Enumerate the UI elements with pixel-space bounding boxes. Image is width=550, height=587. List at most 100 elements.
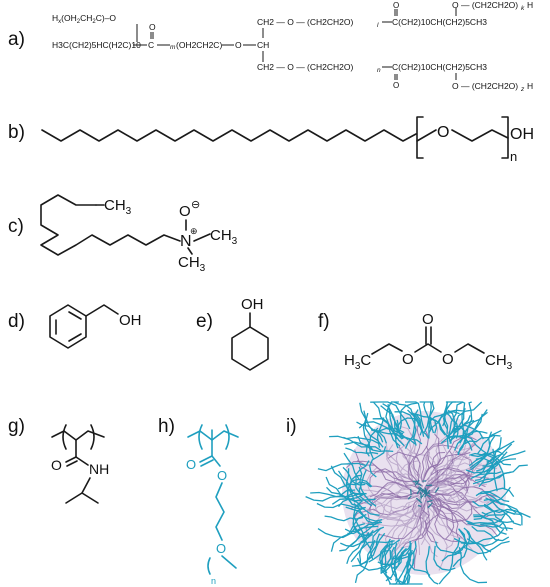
- micelle-corona-chain: [473, 508, 516, 520]
- panel-i-label: i): [286, 416, 297, 437]
- micelle-corona-chain: [380, 545, 389, 574]
- f-h3c: H3C: [344, 352, 371, 372]
- h-carbonyl-2: [200, 459, 214, 467]
- micelle-corona-chain: [345, 447, 379, 455]
- a-ethoxy-m: (OH2CH2C): [176, 40, 222, 50]
- b-bond-to-o: [416, 129, 437, 142]
- micelle-corona-chain: [343, 452, 373, 488]
- micelle-core-chain: [431, 505, 473, 524]
- h-peg-bracket: [207, 557, 211, 575]
- micelle-core-chain: [436, 443, 461, 489]
- micelle-core-chain: [437, 450, 474, 485]
- panel-b: b) O OH n: [8, 116, 534, 164]
- micelle-corona-chain: [316, 502, 366, 510]
- micelle-core-chain: [400, 501, 431, 551]
- micelle-corona-chain: [419, 401, 435, 434]
- micelle-corona-chain: [317, 462, 367, 472]
- a-top-chain: CH2 — O — (CH2CH2O): [257, 17, 354, 27]
- a-m-index: m: [170, 44, 176, 51]
- micelle-corona-chain: [393, 401, 420, 427]
- b-ethylene: [451, 129, 509, 142]
- micelle-corona-chain: [385, 547, 407, 582]
- panel-c-label: c): [8, 216, 24, 237]
- a-ch-center: CH: [257, 40, 269, 50]
- h-peg-chain: [215, 482, 225, 541]
- panel-f-label: f): [318, 311, 330, 332]
- micelle-corona-chain: [365, 427, 379, 457]
- micelle-corona-chain: [458, 547, 488, 584]
- micelle-corona-chain: [475, 443, 513, 478]
- micelle-corona-chain: [473, 514, 507, 535]
- micelle-core-chain: [425, 492, 466, 507]
- micelle-corona-chain: [486, 437, 502, 463]
- d-ch2-bond: [85, 304, 119, 317]
- micelle-core-chain: [435, 469, 470, 496]
- micelle-corona-chain: [445, 411, 459, 439]
- micelle-corona-chain: [452, 528, 468, 568]
- h-backbone: [187, 430, 239, 441]
- a-left-row1: Hx(OH2CH2C)–O: [52, 13, 116, 25]
- micelle-corona-chain: [343, 436, 382, 451]
- micelle-corona-chain: [423, 401, 434, 433]
- micelle-core-chain: [361, 486, 412, 526]
- micelle-corona-chain: [481, 464, 528, 485]
- micelle-corona-chain: [475, 487, 515, 497]
- a-carbonyl-o: O: [149, 22, 156, 32]
- micelle-corona-chain: [438, 537, 461, 585]
- g-c-o-bond-1: [65, 456, 77, 463]
- micelle-core-chain: [437, 497, 499, 537]
- micelle-core-chain: [425, 493, 460, 543]
- micelle-corona-chain: [480, 523, 513, 530]
- micelle-core-accent: [421, 493, 425, 498]
- micelle-corona-chain: [370, 427, 398, 440]
- micelle-corona-chain: [459, 430, 488, 444]
- micelle-corona-chain: [453, 537, 500, 547]
- micelle-corona-chain: [428, 412, 447, 439]
- e-cyclohexane-ring: [231, 326, 269, 371]
- f-o-right: O: [442, 351, 454, 368]
- micelle-corona-chain: [433, 545, 456, 571]
- h-o-ether: O: [216, 541, 226, 556]
- panel-b-label: b): [8, 122, 25, 143]
- micelle-core-chain: [408, 428, 430, 490]
- micelle-corona-chain: [389, 549, 413, 585]
- g-isopropyl: [65, 492, 99, 504]
- micelle-core-chain: [369, 481, 424, 498]
- a-bot-right-h: H: [527, 81, 533, 91]
- a-top-carbonyl-o: O: [393, 1, 399, 10]
- micelle-corona-chain: [380, 405, 409, 441]
- micelle-core-chain: [386, 505, 425, 530]
- micelle-core-accent: [426, 499, 433, 503]
- micelle-corona-chain: [483, 498, 517, 514]
- micelle-core-chain: [430, 439, 449, 486]
- micelle-render: [305, 401, 531, 585]
- micelle-core-chain: [373, 488, 409, 534]
- micelle-core-chain: [436, 459, 496, 487]
- micelle-core-accent: [418, 486, 426, 493]
- h-repeat-n: n: [211, 576, 216, 586]
- micelle-corona-chain: [349, 474, 362, 503]
- micelle-core-accent: [427, 505, 431, 508]
- micelle-corona-chain: [394, 411, 417, 446]
- micelle-corona-chain: [380, 546, 395, 574]
- micelle-core-accent: [417, 487, 425, 493]
- micelle-core-chain: [424, 467, 470, 493]
- micelle-corona-chain: [376, 417, 385, 448]
- micelle-corona-chain: [466, 538, 488, 561]
- micelle-corona-chain: [345, 468, 360, 508]
- a-carbonyl-c: C: [148, 40, 154, 50]
- a-bot-right-o: O — (CH2CH2O): [452, 81, 518, 91]
- c-n-methyl-right: [193, 233, 211, 242]
- micelle-corona-chain: [485, 497, 522, 526]
- micelle-core-chain: [373, 497, 418, 512]
- micelle-core-chain: [421, 492, 442, 536]
- micelle-corona-chain: [399, 402, 418, 430]
- micelle-corona-chain: [360, 533, 381, 566]
- micelle-corona-chain: [352, 522, 385, 536]
- panel-e-label: e): [196, 311, 213, 332]
- a-l-index: l: [377, 22, 379, 29]
- micelle-core-chain: [412, 425, 421, 483]
- micelle-corona-chain: [380, 538, 392, 585]
